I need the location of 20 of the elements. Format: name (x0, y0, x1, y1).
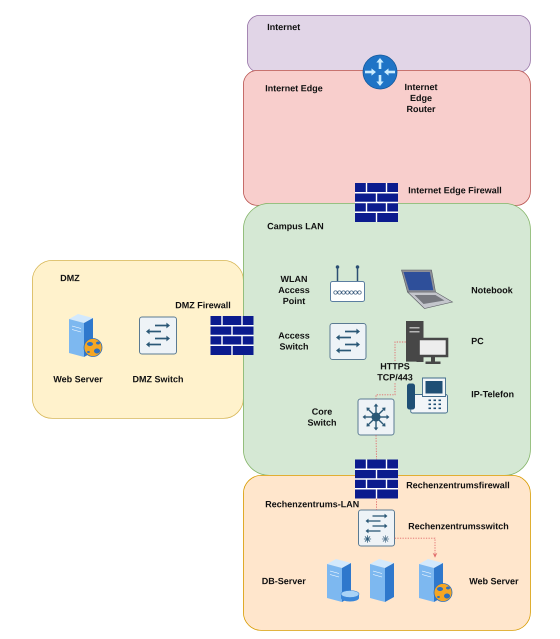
device-label: DB-Server (262, 578, 306, 584)
device-label: DMZ Firewall (176, 302, 230, 308)
device-label: Rechenzentrumsswitch (408, 522, 508, 530)
device-label: Web Server (53, 376, 103, 382)
device-label: DMZ Switch (133, 376, 183, 382)
device-label: Core Switch (308, 408, 336, 426)
device-label: Access Switch (278, 332, 310, 350)
connector-line (376, 498, 377, 510)
connector-line (376, 434, 377, 460)
device-label: PC (472, 338, 484, 344)
device-label: Web Server (469, 578, 518, 584)
device-label: IP-Telefon (472, 390, 514, 398)
device-label: Notebook (472, 286, 513, 294)
device-label: Rechenzentrumsfirewall (406, 482, 510, 488)
device-label: Internet Edge Router (405, 84, 438, 112)
device-label: Internet Edge Firewall (408, 186, 502, 196)
device-label: WLAN Access Point (278, 276, 310, 304)
server-icon (370, 559, 394, 602)
edge-label: HTTPS TCP/443 (374, 362, 416, 382)
zone-box: Internet (247, 15, 531, 73)
